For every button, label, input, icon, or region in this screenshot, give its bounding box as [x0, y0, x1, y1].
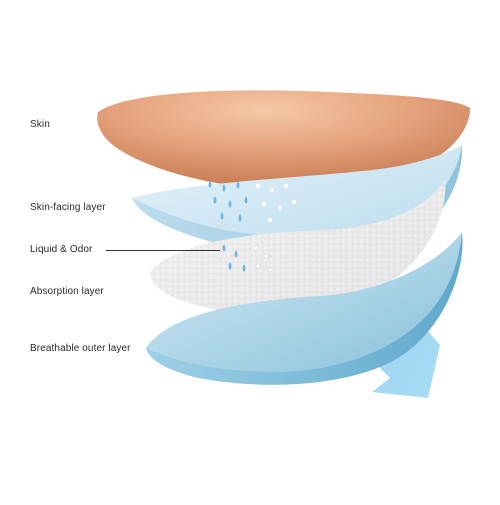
particle-dot-icon [255, 183, 297, 223]
liquid-odor-leader-line [106, 250, 220, 251]
skin-shape [97, 90, 470, 190]
label-skin: Skin [30, 119, 50, 130]
droplet-icon [222, 244, 246, 272]
breathable-outer-layer-shape [146, 232, 463, 385]
label-liquid-odor: Liquid & Odor [30, 244, 93, 255]
label-absorption-layer: Absorption layer [30, 286, 104, 297]
droplet-icon [208, 180, 248, 222]
label-breathable-outer-layer: Breathable outer layer [30, 343, 131, 354]
label-skin-facing-layer: Skin-facing layer [30, 202, 106, 213]
particle-dot-icon [253, 245, 273, 273]
absorption-layer-shape [150, 180, 446, 314]
